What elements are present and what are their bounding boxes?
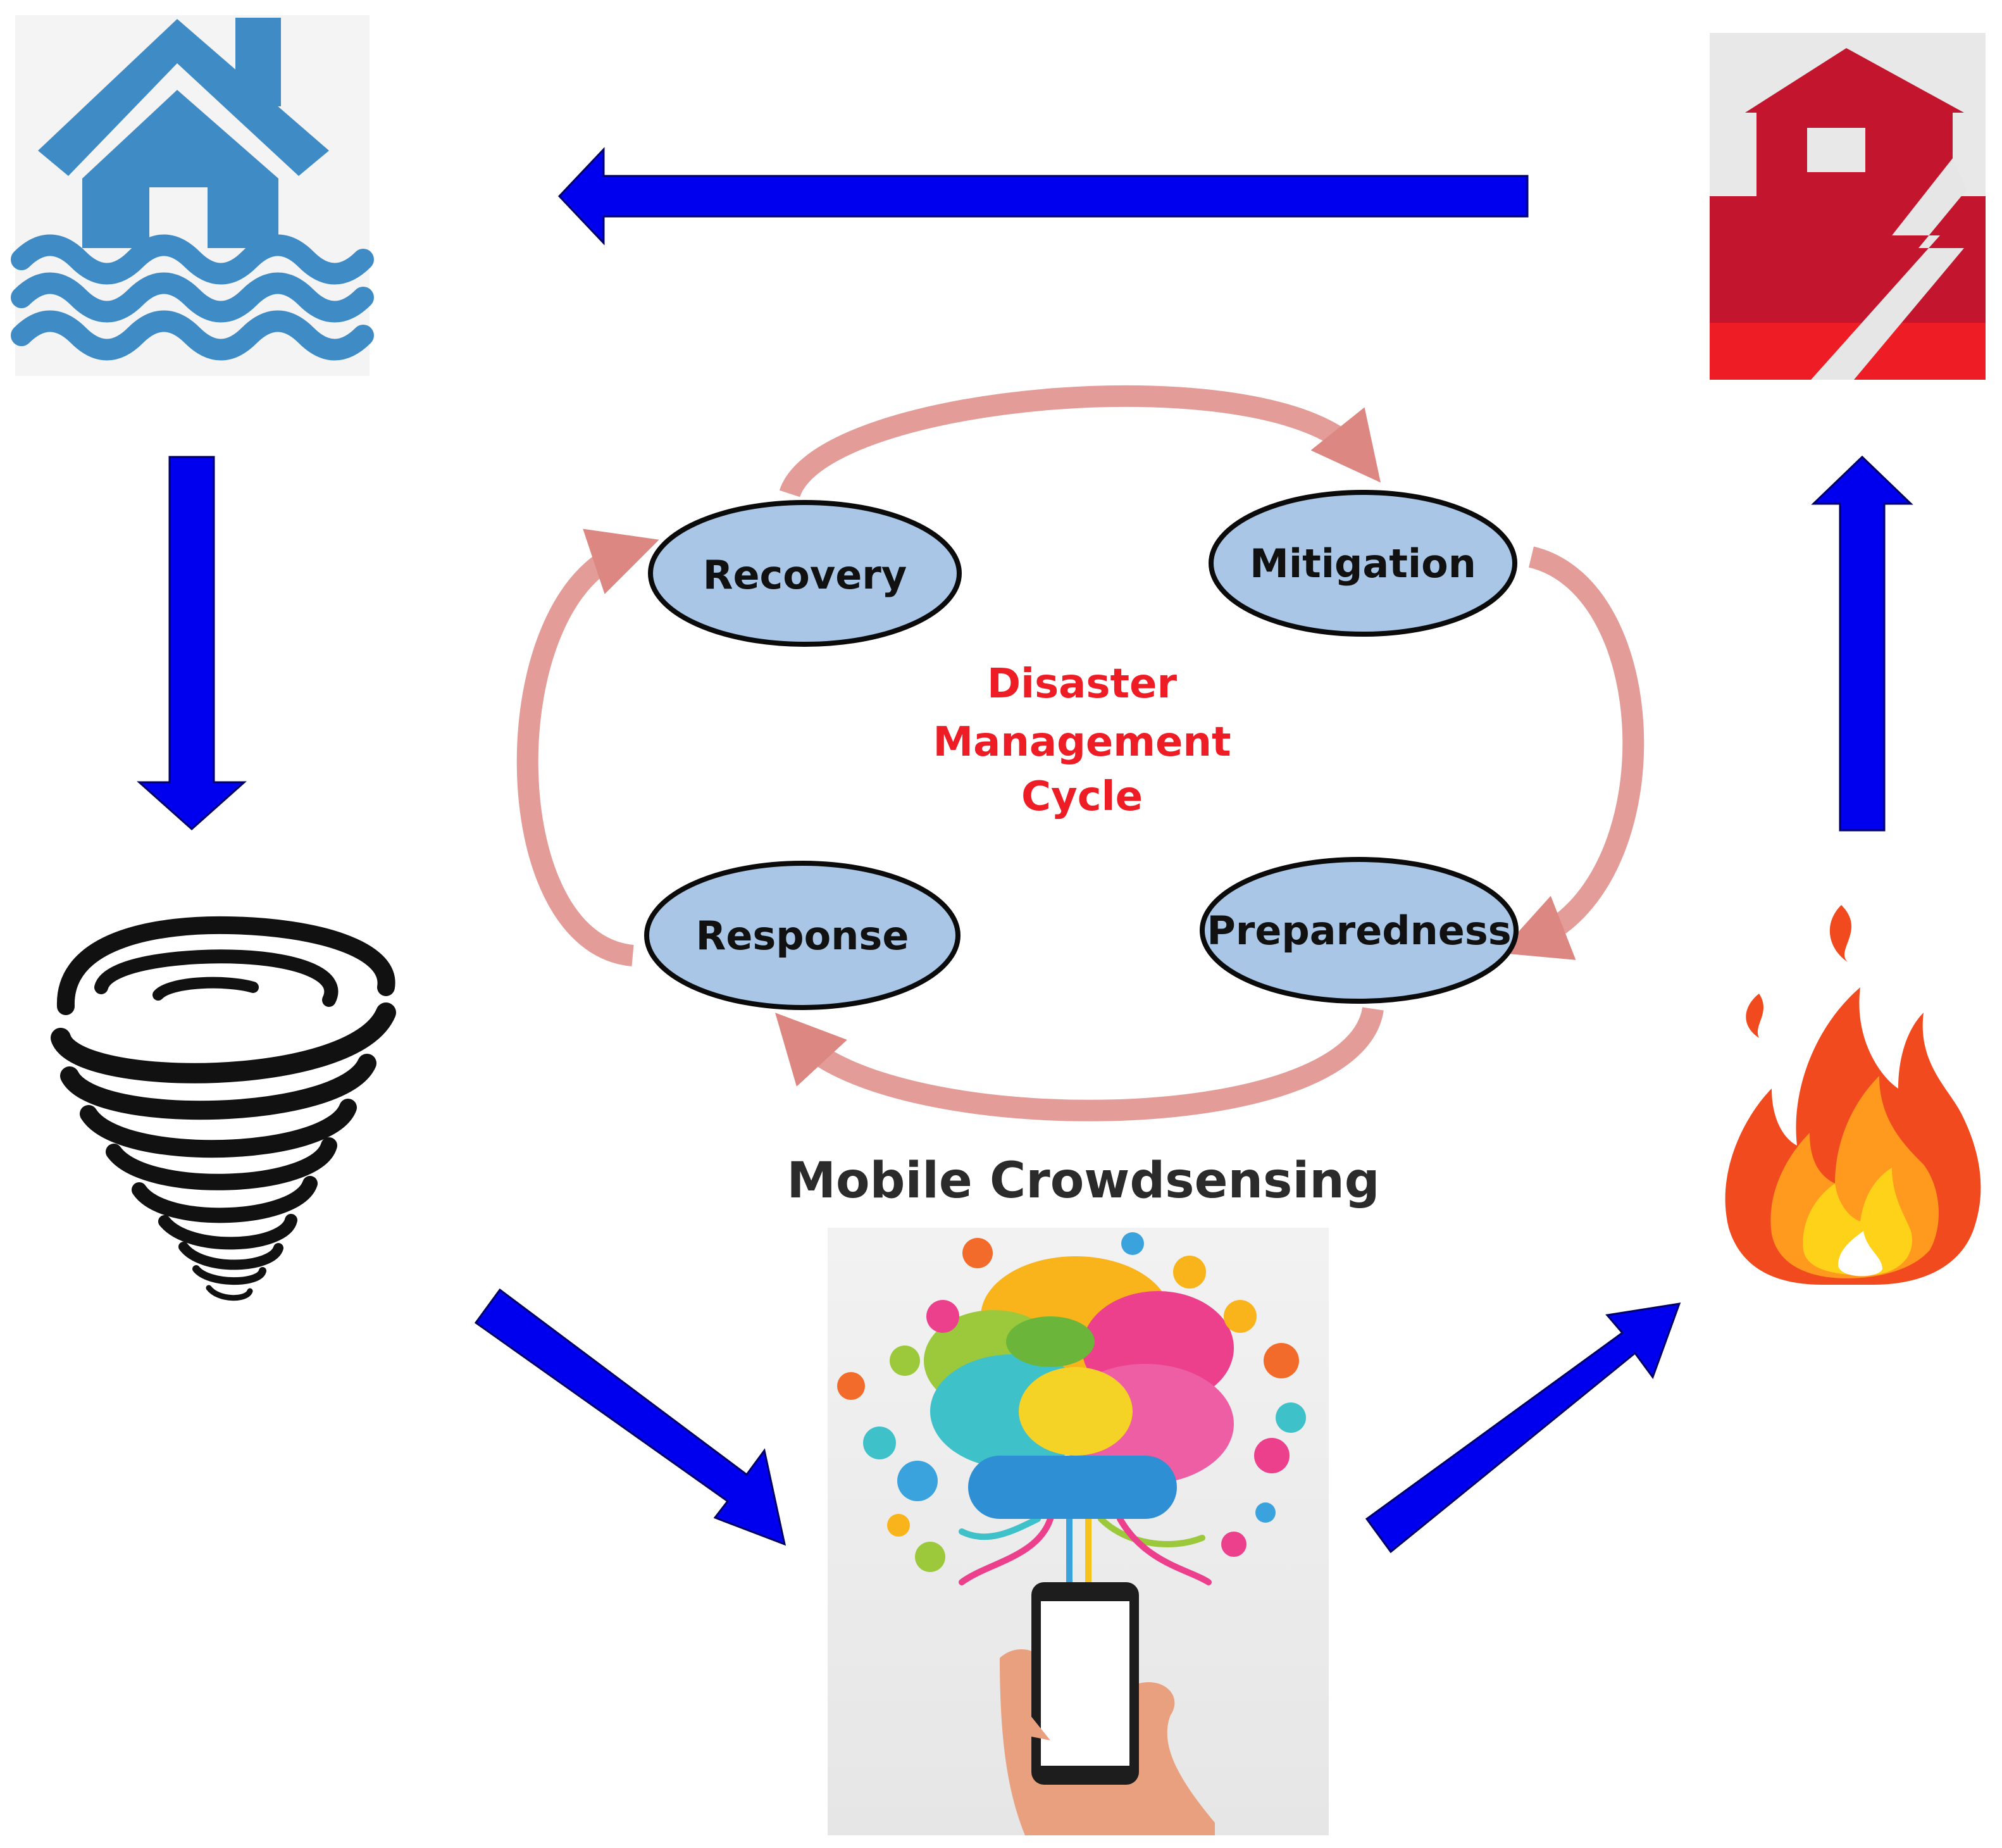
flow-arrows bbox=[137, 147, 1913, 1554]
arrow-response-to-recovery bbox=[516, 528, 659, 966]
phase-mitigation-label: Mitigation bbox=[1250, 540, 1476, 587]
cycle-title-line-1: Disaster bbox=[987, 661, 1177, 708]
arrow-crowdsensing-to-fire bbox=[1365, 1302, 1681, 1554]
arrow-flood-to-tornado bbox=[137, 456, 247, 831]
phase-mitigation: Mitigation bbox=[1209, 490, 1517, 637]
arrow-fire-to-quake bbox=[1811, 455, 1913, 832]
fire-icon bbox=[1725, 905, 1981, 1285]
tornado-icon bbox=[51, 916, 396, 1301]
cycle-arrows bbox=[516, 385, 1644, 1121]
arrow-quake-to-flood bbox=[557, 147, 1529, 246]
cycle-title-line-2: Management bbox=[933, 719, 1231, 766]
mobile-crowdsensing-illustration bbox=[828, 1228, 1329, 1835]
cycle-title: Disaster Management Cycle bbox=[933, 661, 1231, 820]
phase-response-label: Response bbox=[696, 913, 909, 959]
earthquake-house-icon bbox=[1710, 33, 1986, 380]
arrow-tornado-to-crowdsensing bbox=[474, 1288, 786, 1546]
phase-response: Response bbox=[644, 861, 961, 1010]
cycle-title-line-3: Cycle bbox=[1021, 773, 1143, 820]
crowdsensing-title: Mobile Crowdsensing bbox=[786, 1152, 1379, 1209]
arrow-mitigation-to-preparedness bbox=[1499, 546, 1644, 960]
arrow-recovery-to-mitigation bbox=[779, 385, 1381, 498]
phase-recovery-label: Recovery bbox=[703, 552, 907, 598]
phase-preparedness-label: Preparedness bbox=[1207, 908, 1511, 954]
flood-icon bbox=[11, 15, 374, 376]
phase-recovery: Recovery bbox=[648, 500, 962, 647]
phase-preparedness: Preparedness bbox=[1200, 857, 1519, 1004]
arrow-preparedness-to-response bbox=[774, 1006, 1384, 1121]
